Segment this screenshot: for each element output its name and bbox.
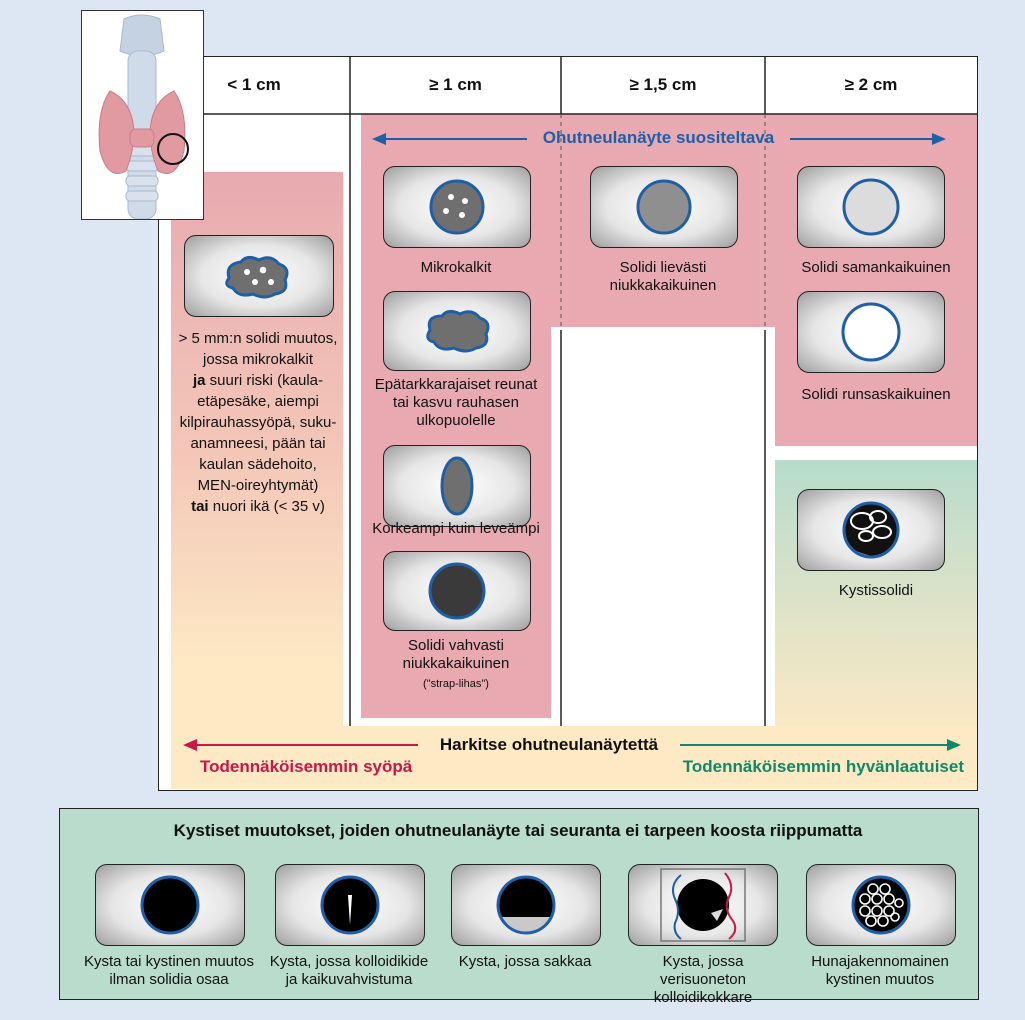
caption-mildly-hypo: Solidi lievästi niukkakaikuinen	[609, 259, 717, 294]
thyroid-illustration	[81, 10, 204, 220]
nodule-image-mildly-hypo	[590, 166, 738, 248]
caption-cyst-sediment: Kysta, jossa sakkaa	[458, 953, 592, 970]
caption-hyper: Solidi runsaskaikuinen	[801, 386, 951, 403]
bold-ja: ja	[192, 372, 206, 389]
zone-bottom-band	[171, 726, 977, 789]
fna-recommended-label: Ohutneulanäyte suositeltava	[542, 128, 775, 147]
nodule-image-hyper	[797, 291, 945, 373]
caption-cyst-honeycomb: Hunajakennomainen kystinen muutos	[811, 953, 949, 988]
nodule-image-irregular	[383, 291, 531, 371]
caption-iso: Solidi samankaikuinen	[801, 259, 951, 276]
thyroid-icon	[98, 14, 189, 220]
cyst-image-simple	[95, 864, 245, 946]
cyst-image-colloid-clot	[628, 864, 778, 946]
caption-cyst-colloid-crystal: Kysta, jossa kolloidikide ja kaikuvahvis…	[269, 953, 429, 988]
caption-cystic-solid: Kystissolidi	[838, 582, 914, 599]
caption-irregular: Epätarkkarajaiset reunat tai kasvu rauha…	[374, 376, 538, 429]
bold-tai: tai	[191, 498, 209, 515]
subcaption-strap: ("strap-lihas")	[423, 678, 489, 690]
column-header-lt1: < 1 cm	[227, 75, 281, 94]
caption-taller: Korkeampi kuin leveämpi	[372, 520, 540, 537]
fna-recommended-arrow	[372, 133, 946, 145]
bottom-arrow	[183, 739, 961, 751]
more-likely-benign-label: Todennäköisemmin hyvänlaatuiset	[682, 757, 964, 776]
caption-cyst-simple: Kysta tai kystinen muutos ilman solidia …	[83, 953, 255, 988]
small-nodule-text: > 5 mm:n solidi muutos, jossa mikrokalki…	[178, 330, 338, 515]
cyst-image-sediment	[451, 864, 601, 946]
column-header-ge1: ≥ 1 cm	[429, 75, 482, 94]
nodule-image-small	[184, 235, 334, 317]
cystic-panel-title: Kystiset muutokset, joiden ohutneulanäyt…	[173, 821, 863, 840]
more-likely-cancer-label: Todennäköisemmin syöpä	[200, 757, 413, 776]
nodule-image-markedly-hypo	[383, 551, 531, 631]
consider-fna-label: Harkitse ohutneulanäytettä	[439, 735, 659, 754]
caption-markedly-hypo: Solidi vahvasti niukkakaikuinen	[402, 637, 510, 672]
column-header-ge2: ≥ 2 cm	[844, 75, 898, 94]
nodule-image-cystic-solid	[797, 489, 945, 571]
zone-15cm-white	[566, 330, 766, 726]
nodule-image-microcalc	[383, 166, 531, 248]
caption-cyst-colloid-clot: Kysta, jossa verisuoneton kolloidikokkar…	[653, 953, 753, 1006]
caption-microcalc: Mikrokalkit	[420, 259, 492, 276]
column-header-ge15: ≥ 1,5 cm	[629, 75, 697, 94]
cyst-image-honeycomb	[806, 864, 956, 946]
nodule-image-iso	[797, 166, 945, 248]
nodule-image-taller	[383, 445, 531, 527]
cyst-image-colloid-crystal	[275, 864, 425, 946]
